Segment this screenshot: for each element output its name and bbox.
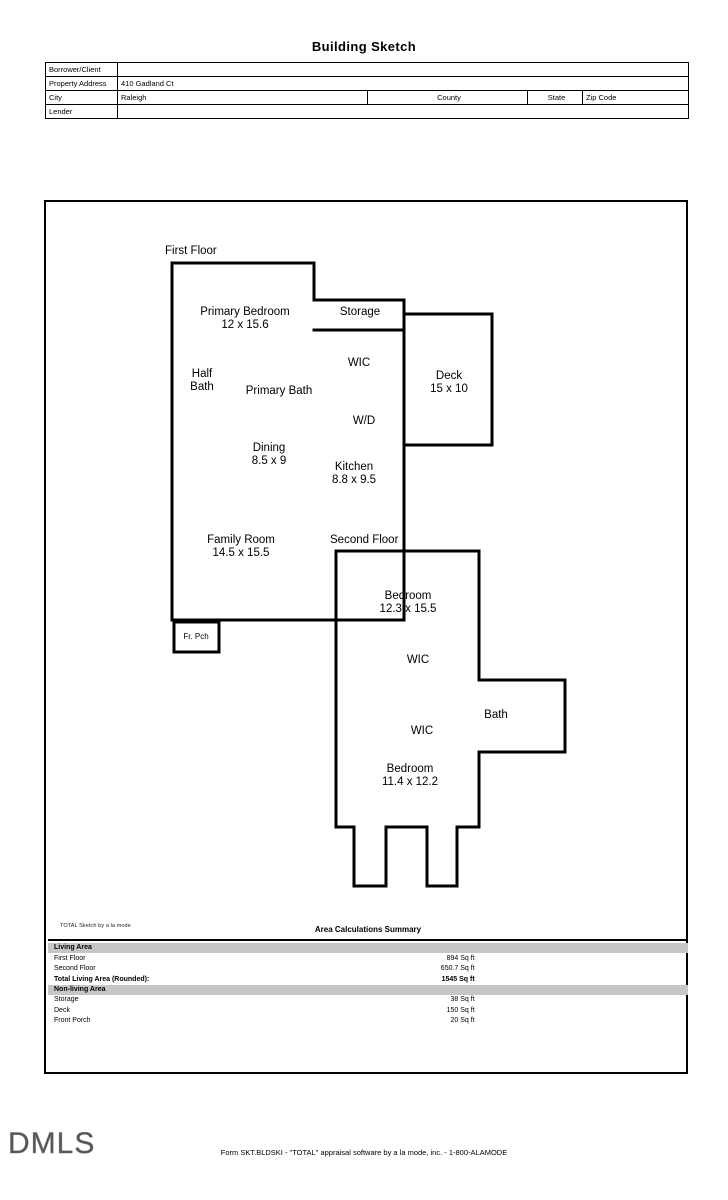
front-porch-box (172, 620, 221, 654)
room-label-washer-dryer: W/D (353, 415, 375, 428)
room-label-bedroom-secondary: Bedroom 11.4 x 12.2 (382, 763, 438, 789)
second-floor-body (334, 549, 567, 888)
storage-area-value: 38 Sq ft (450, 996, 475, 1004)
deck-area-value: 150 Sq ft (446, 1006, 475, 1014)
total-living-area-value: 1545 Sq ft (441, 975, 475, 983)
non-living-area-header: Non-living Area (48, 984, 688, 995)
primary-bedroom-dim: 12 x 15.6 (221, 319, 269, 331)
table-row-deck: Deck 150 Sq ft (48, 1005, 688, 1015)
storage-area-label: Storage (54, 996, 79, 1004)
ff-upper (170, 261, 316, 302)
family-room-name: Family Room (207, 534, 275, 546)
bedroom-2-name: Bedroom (386, 763, 434, 775)
half-bath-line2: Bath (190, 381, 214, 393)
room-label-bath-upper: Bath (484, 709, 508, 722)
city-label: City (45, 90, 118, 105)
bedroom-2-dim: 11.4 x 12.2 (381, 776, 439, 788)
room-label-storage: Storage (340, 306, 380, 319)
lender-value[interactable] (117, 104, 689, 119)
summary-band-non-living-area: Non-living Area (48, 984, 688, 995)
living-area-header: Living Area (48, 943, 688, 954)
county-label: County (367, 90, 528, 105)
spacer-cell-5 (475, 1005, 688, 1015)
second-floor-area-label: Second Floor (54, 965, 96, 973)
room-label-dining: Dining 8.5 x 9 (252, 442, 287, 468)
room-label-wic-upper-1: WIC (407, 654, 429, 667)
primary-bedroom-name: Primary Bedroom (200, 306, 290, 318)
spacer-cell-3 (475, 974, 688, 984)
second-floor-area-value: 650.7 Sq ft (440, 965, 475, 973)
lender-label: Lender (45, 104, 118, 119)
room-label-half-bath: Half Bath (190, 368, 214, 394)
dining-name: Dining (252, 442, 286, 454)
page-title: Building Sketch (311, 39, 417, 54)
kitchen-name: Kitchen (334, 461, 374, 473)
deck-name: Deck (435, 370, 463, 382)
wic-upper-2-name: WIC (410, 725, 434, 737)
table-row-property-address: Property Address 410 Gadland Ct (45, 76, 689, 91)
table-row-front-porch: Front Porch 20 Sq ft (48, 1016, 688, 1026)
deck-dim: 15 x 10 (430, 383, 468, 395)
wic-first-name: WIC (347, 357, 371, 369)
sketch-frame: First Floor Second Floor Primary Bedroom… (44, 200, 688, 1074)
city-value[interactable]: Raleigh (117, 90, 368, 105)
room-label-front-porch: Fr. Pch (183, 632, 208, 642)
property-header-table: Borrower/Client Property Address 410 Gad… (45, 62, 689, 119)
summary-divider (48, 939, 688, 941)
room-label-wic-upper-2: WIC (411, 725, 433, 738)
room-label-family-room: Family Room 14.5 x 15.5 (207, 534, 275, 560)
room-label-primary-bath: Primary Bath (246, 385, 312, 398)
table-row-second-floor: Second Floor 650.7 Sq ft (48, 964, 688, 974)
summary-band-living-area: Living Area (48, 943, 688, 954)
summary-title: Area Calculations Summary (314, 925, 422, 934)
state-label: State (527, 90, 583, 105)
deck-area-label: Deck (54, 1006, 70, 1014)
zip-code-label: Zip Code (582, 90, 689, 105)
wic-upper-1-name: WIC (406, 654, 430, 666)
first-floor-area-label: First Floor (54, 954, 86, 962)
storage-name: Storage (339, 306, 381, 318)
front-porch-area-label: Front Porch (54, 1017, 91, 1025)
property-address-label: Property Address (45, 76, 118, 91)
borrower-label: Borrower/Client (45, 62, 118, 77)
wd-name: W/D (352, 415, 376, 427)
front-porch-name: Fr. Pch (183, 632, 209, 641)
kitchen-dim: 8.8 x 9.5 (331, 474, 377, 486)
room-label-wic-first-floor: WIC (348, 357, 370, 370)
bath-upper-name: Bath (484, 709, 508, 721)
primary-bath-name: Primary Bath (245, 385, 313, 397)
table-row-city-county-state-zip: City Raleigh County State Zip Code (45, 90, 689, 105)
spacer-cell-6 (475, 1016, 688, 1026)
bedroom-1-dim: 12.3 x 15.5 (379, 603, 437, 615)
spacer-cell-4 (475, 995, 688, 1005)
spacer-cell-1 (475, 953, 688, 963)
borrower-value[interactable] (117, 62, 689, 77)
total-living-area-label: Total Living Area (Rounded): (54, 975, 150, 983)
table-row-total-living-area: Total Living Area (Rounded): 1545 Sq ft (48, 974, 688, 984)
room-label-deck: Deck 15 x 10 (430, 370, 468, 396)
room-label-primary-bedroom: Primary Bedroom 12 x 15.6 (200, 306, 289, 332)
table-row-lender: Lender (45, 104, 689, 119)
first-floor-area-value: 894 Sq ft (446, 954, 475, 962)
half-bath-line1: Half (191, 368, 213, 380)
summary-table: Living Area First Floor 894 Sq ft Second… (48, 943, 688, 1026)
bedroom-1-name: Bedroom (384, 590, 432, 602)
dmls-logo: DMLS (8, 1127, 96, 1160)
table-row-borrower: Borrower/Client (45, 62, 689, 77)
property-address-value[interactable]: 410 Gadland Ct (117, 76, 689, 91)
family-room-dim: 14.5 x 15.5 (212, 547, 270, 559)
total-sketch-byline: TOTAL Sketch by a la mode (60, 923, 131, 929)
first-floor-label: First Floor (165, 245, 217, 257)
spacer-cell-2 (475, 964, 688, 974)
table-row-storage: Storage 38 Sq ft (48, 995, 688, 1005)
room-label-kitchen: Kitchen 8.8 x 9.5 (332, 461, 376, 487)
front-porch-area-value: 20 Sq ft (450, 1017, 475, 1025)
form-footer-text: Form SKT.BLDSKI - "TOTAL" appraisal soft… (220, 1148, 508, 1157)
deck-box (402, 312, 494, 447)
table-row-first-floor: First Floor 894 Sq ft (48, 953, 688, 963)
room-label-bedroom-primary-upper: Bedroom 12.3 x 15.5 (380, 590, 437, 616)
floorplan-drawing (170, 261, 567, 888)
second-floor-label: Second Floor (330, 534, 399, 546)
dining-dim: 8.5 x 9 (251, 455, 287, 467)
